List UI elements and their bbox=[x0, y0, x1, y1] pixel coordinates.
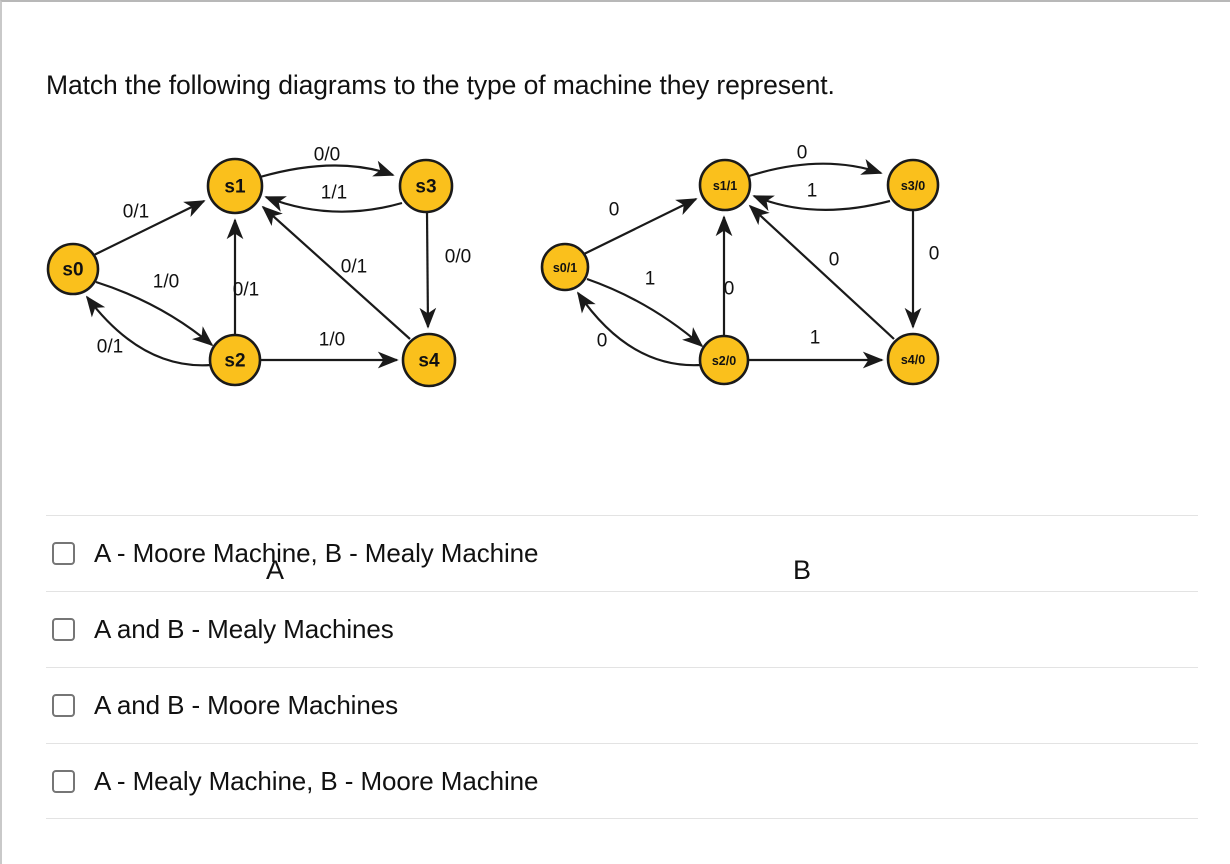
option-label: A - Moore Machine, B - Mealy Machine bbox=[94, 538, 539, 568]
option-checkbox[interactable] bbox=[52, 769, 75, 793]
edge-s0-s2 bbox=[586, 277, 704, 348]
state-node-label: s1 bbox=[224, 177, 246, 198]
state-node-s2[interactable]: s2 bbox=[208, 333, 262, 387]
option-label: A - Mealy Machine, B - Moore Machine bbox=[94, 765, 539, 796]
state-diagram-a: 0/1 1/0 0/1 0/1 1/0 0/0 1/1 0/0 0/1 s0 s… bbox=[46, 145, 471, 388]
diagram-caption-a: A bbox=[265, 555, 284, 585]
edge-label: 0/0 bbox=[314, 145, 340, 166]
option-checkbox[interactable] bbox=[52, 542, 75, 565]
edge-s4-s1 bbox=[748, 204, 895, 340]
state-node-s0[interactable]: s0/1 bbox=[540, 242, 590, 292]
option-checkbox[interactable] bbox=[52, 618, 75, 641]
state-node-label: s3/0 bbox=[901, 179, 925, 193]
state-node-s4[interactable]: s4 bbox=[401, 332, 457, 388]
option-checkbox[interactable] bbox=[52, 694, 75, 717]
edge-label: 1 bbox=[645, 269, 656, 290]
answer-options-list: A - Moore Machine, B - Mealy Machine A a… bbox=[46, 515, 1198, 819]
edge-s4-s1 bbox=[261, 205, 411, 340]
edge-s1-s3 bbox=[259, 160, 395, 179]
state-node-s4[interactable]: s4/0 bbox=[886, 332, 940, 386]
state-node-label: s2/0 bbox=[712, 354, 736, 368]
state-node-s1[interactable]: s1/1 bbox=[698, 158, 752, 212]
option-row[interactable]: A - Mealy Machine, B - Moore Machine bbox=[46, 743, 1198, 819]
edge-label: 0/1 bbox=[341, 257, 367, 278]
page-title: Match the following diagrams to the type… bbox=[46, 70, 835, 100]
option-label: A and B - Mealy Machines bbox=[94, 614, 394, 644]
state-node-label: s0 bbox=[62, 260, 83, 281]
option-label: A and B - Moore Machines bbox=[94, 690, 398, 720]
edge-s0-s1 bbox=[583, 198, 698, 255]
edge-s3-s1 bbox=[264, 195, 403, 213]
edge-s2-s0 bbox=[85, 295, 212, 367]
state-node-s2[interactable]: s2/0 bbox=[698, 334, 750, 386]
edge-label: 0 bbox=[724, 279, 735, 300]
state-node-label: s0/1 bbox=[553, 261, 577, 275]
option-row[interactable]: A - Moore Machine, B - Mealy Machine bbox=[46, 515, 1198, 591]
edge-label: 1/0 bbox=[153, 272, 179, 293]
state-node-s3[interactable]: s3/0 bbox=[886, 158, 940, 212]
edge-s0-s2 bbox=[95, 280, 214, 347]
edge-s1-s3 bbox=[748, 158, 883, 178]
state-diagram-b: 0 1 0 0 1 0 1 0 0 s0/1 s1/1 s2/0 bbox=[540, 143, 940, 386]
edge-label: 0 bbox=[609, 200, 620, 221]
diagram-caption-b: B bbox=[792, 555, 811, 585]
state-node-s0[interactable]: s0 bbox=[46, 242, 100, 296]
state-node-label: s3 bbox=[415, 177, 436, 198]
edge-label: 1 bbox=[810, 328, 821, 349]
edge-label: 0/0 bbox=[445, 247, 471, 268]
state-node-label: s2 bbox=[224, 351, 245, 372]
edge-label: 1 bbox=[807, 181, 818, 202]
edge-label: 0 bbox=[797, 143, 808, 164]
edge-label: 0/1 bbox=[233, 280, 259, 301]
edge-label: 0/1 bbox=[97, 337, 123, 358]
state-node-label: s4 bbox=[418, 351, 440, 372]
edge-label: 0 bbox=[597, 331, 608, 352]
edge-s3-s1 bbox=[752, 194, 891, 212]
edge-label: 0/1 bbox=[123, 202, 149, 223]
edge-s3-s4 bbox=[419, 211, 437, 329]
option-row[interactable]: A and B - Moore Machines bbox=[46, 667, 1198, 743]
edge-s0-s1 bbox=[93, 200, 206, 256]
edge-label: 1/0 bbox=[319, 330, 345, 351]
state-node-s1[interactable]: s1 bbox=[206, 157, 264, 215]
edge-label: 1/1 bbox=[321, 183, 347, 204]
edge-s2-s0 bbox=[577, 291, 702, 367]
diagrams-area: 0/1 1/0 0/1 0/1 1/0 0/0 1/1 0/0 0/1 s0 s… bbox=[2, 127, 1230, 585]
option-row[interactable]: A and B - Mealy Machines bbox=[46, 591, 1198, 667]
edge-label: 0 bbox=[829, 250, 840, 271]
state-node-label: s4/0 bbox=[901, 353, 925, 367]
state-node-label: s1/1 bbox=[713, 179, 737, 193]
edge-label: 0 bbox=[929, 244, 940, 265]
state-node-s3[interactable]: s3 bbox=[398, 158, 454, 214]
